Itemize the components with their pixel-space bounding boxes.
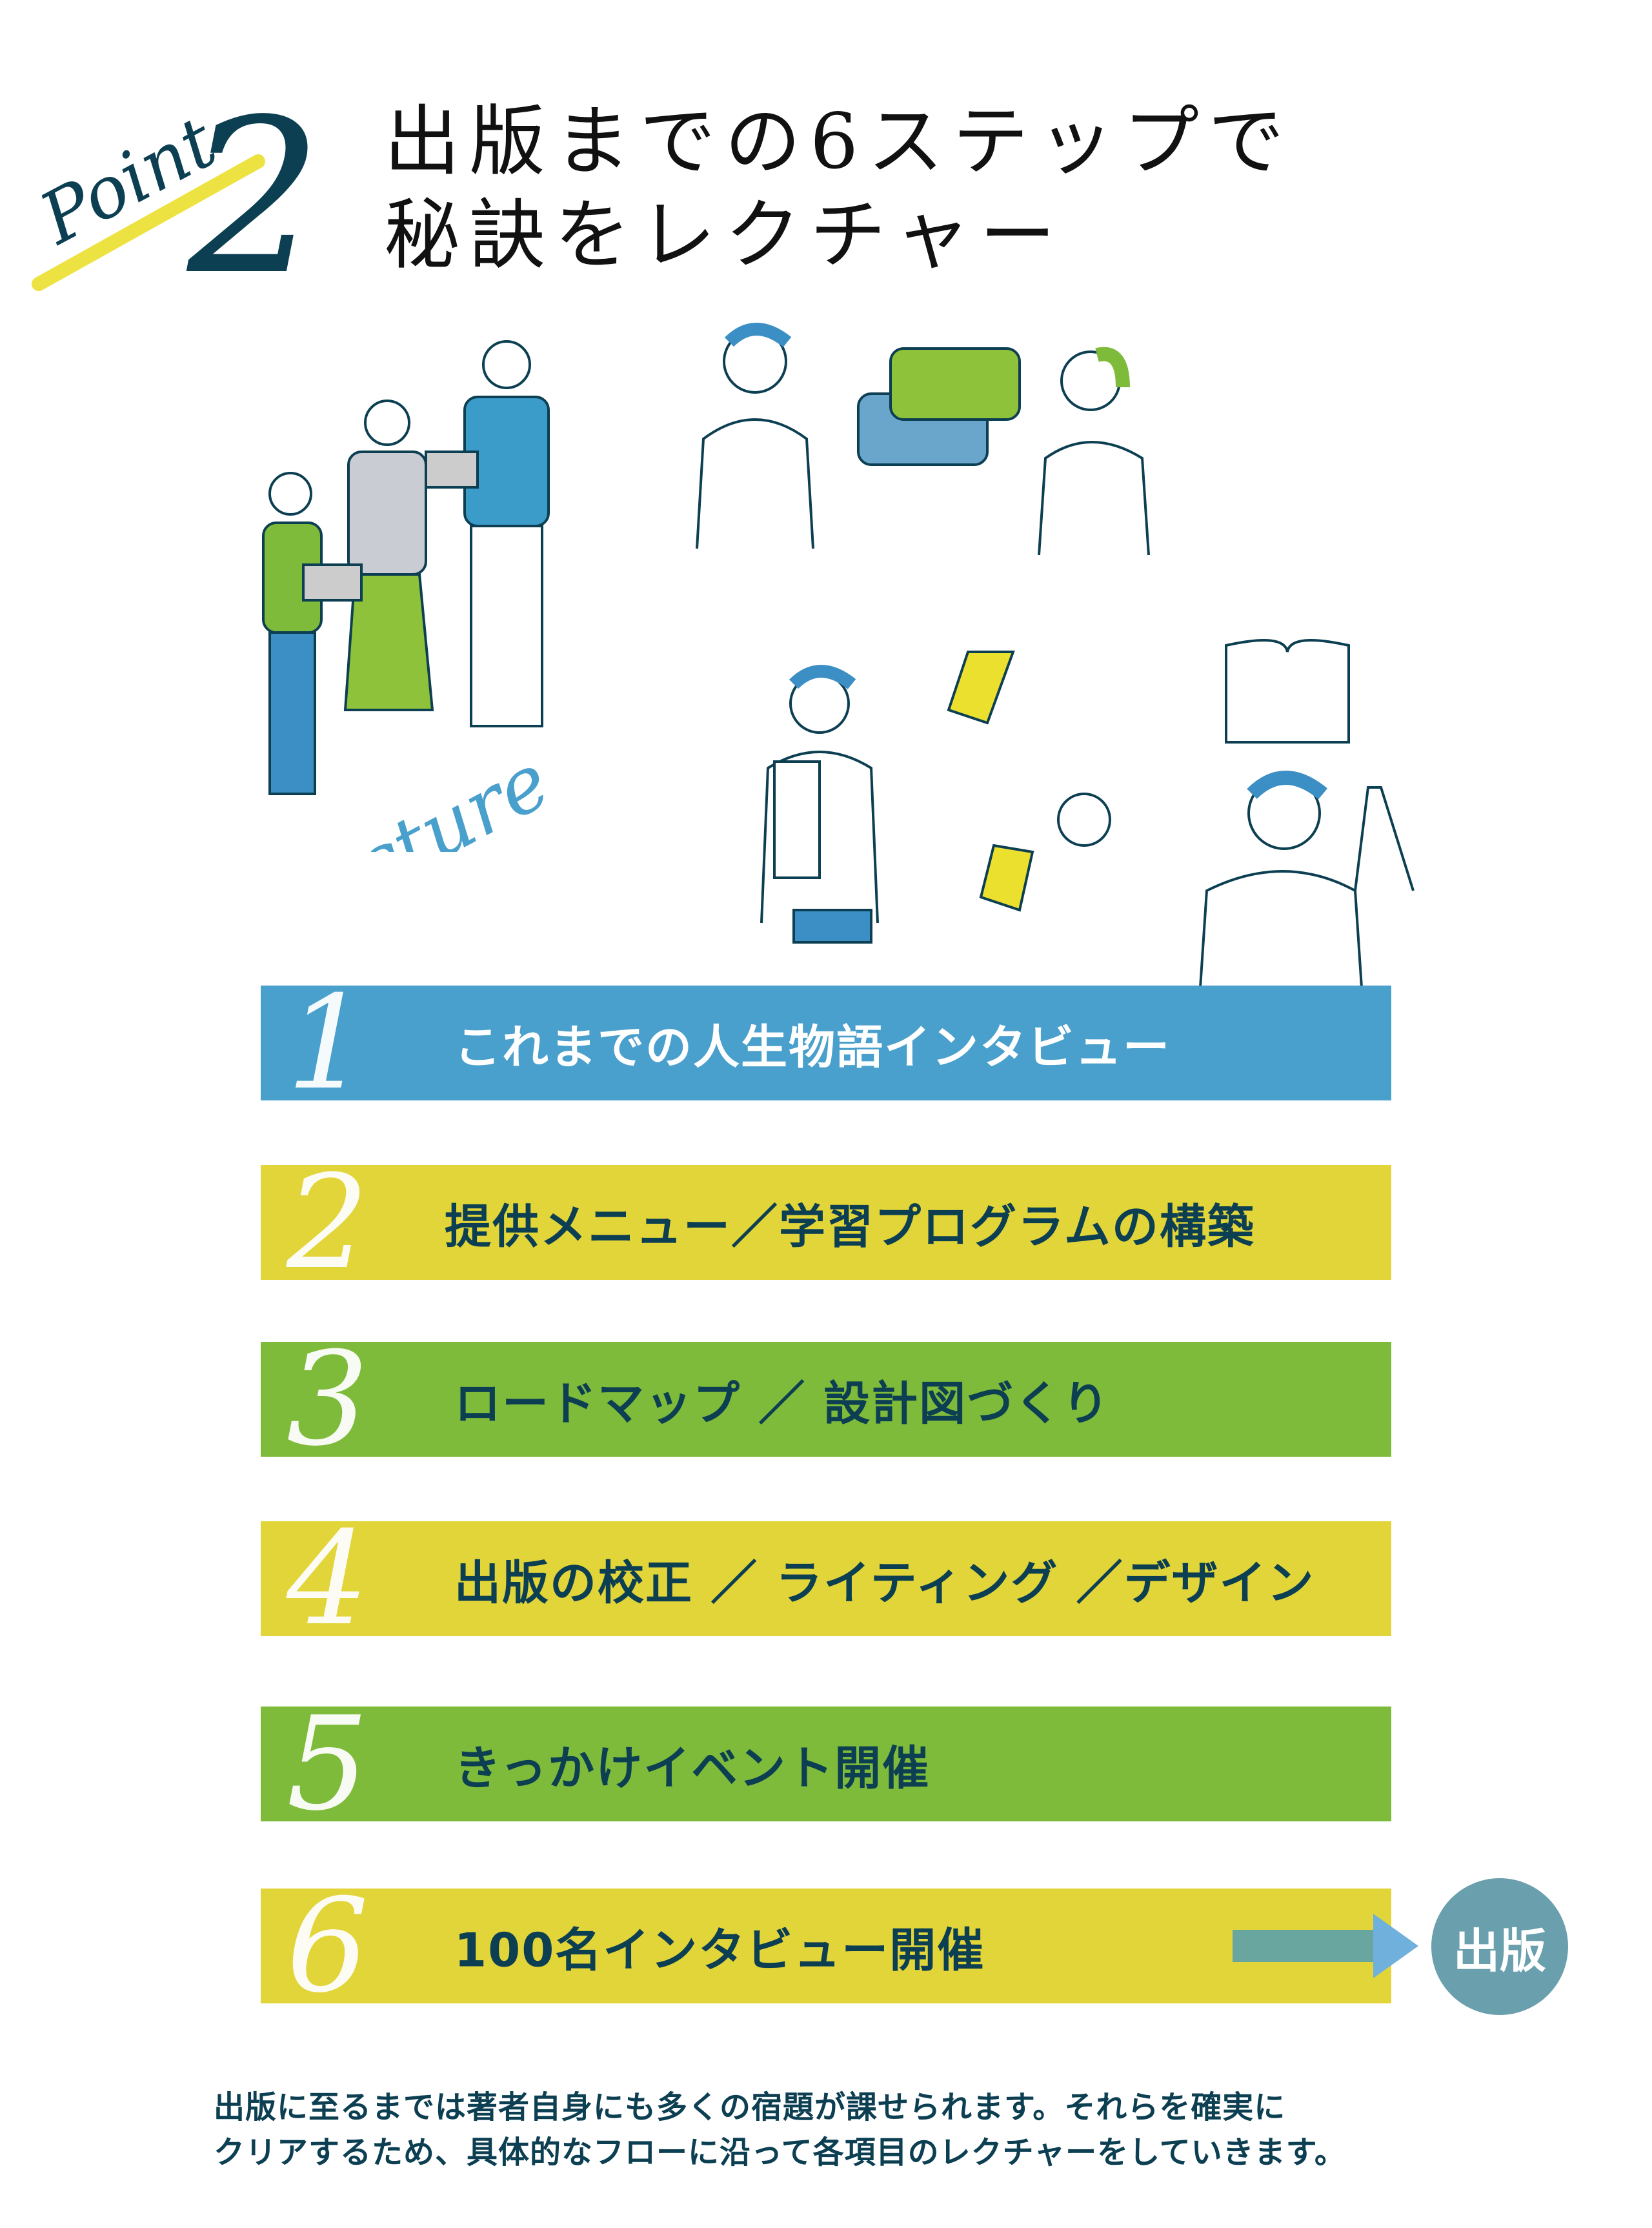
point-2-logo: Point 2 xyxy=(26,77,323,297)
arrow-right-icon xyxy=(1373,1914,1418,1978)
step-number: 4 xyxy=(287,1504,369,1654)
step-6: 6 100名インタビュー開催 xyxy=(261,1882,1391,2011)
step-3: 3 ロードマップ ／ 設計図づくり xyxy=(261,1335,1391,1464)
arrow-shaft xyxy=(1233,1930,1375,1962)
goal-label: 出版 xyxy=(1453,1923,1546,1978)
step-label: 提供メニュー／学習プログラムの構築 xyxy=(445,1199,1255,1254)
footer-line-1: 出版に至るまでは著者自身にも多くの宿題が課せられます。それらを確実に xyxy=(214,2089,1286,2125)
step-label: 100名インタビュー開催 xyxy=(454,1923,985,1978)
step-number: 6 xyxy=(287,1871,369,2021)
idea-man-illustration xyxy=(1199,639,1415,987)
lecture-script: lecture xyxy=(276,736,563,852)
step-number: 5 xyxy=(287,1689,369,1839)
step-number: 1 xyxy=(287,968,369,1119)
point-number: 2 xyxy=(184,77,323,297)
title-line-1: 出版までの6ステップで xyxy=(384,97,1294,186)
step-5: 5 きっかけイベント開催 xyxy=(261,1700,1391,1829)
conversation-illustration xyxy=(696,323,1150,556)
busy-man-illustration xyxy=(760,651,1111,944)
step-2: 2 提供メニュー／学習プログラムの構築 xyxy=(261,1159,1391,1288)
step-4: 4 出版の校正 ／ ライティング ／デザイン xyxy=(261,1515,1391,1644)
step-label: 出版の校正 ／ ライティング ／デザイン xyxy=(454,1555,1315,1610)
step-label: これまでの人生物語インタビュー xyxy=(454,1020,1171,1075)
step-1: 1 これまでの人生物語インタビュー xyxy=(261,979,1391,1108)
step-label: ロードマップ ／ 設計図づくり xyxy=(454,1376,1111,1431)
step-number: 3 xyxy=(287,1324,369,1475)
title-line-2: 秘訣をレクチャー xyxy=(384,190,1065,279)
footer-line-2: クリアするため、具体的なフローに沿って各項目のレクチャーをしていきます。 xyxy=(214,2134,1346,2171)
goal-circle: 出版 xyxy=(1431,1878,1568,2015)
step-number: 2 xyxy=(287,1148,369,1298)
step-label: きっかけイベント開催 xyxy=(454,1741,931,1796)
team-illustration: lecture xyxy=(262,340,564,852)
